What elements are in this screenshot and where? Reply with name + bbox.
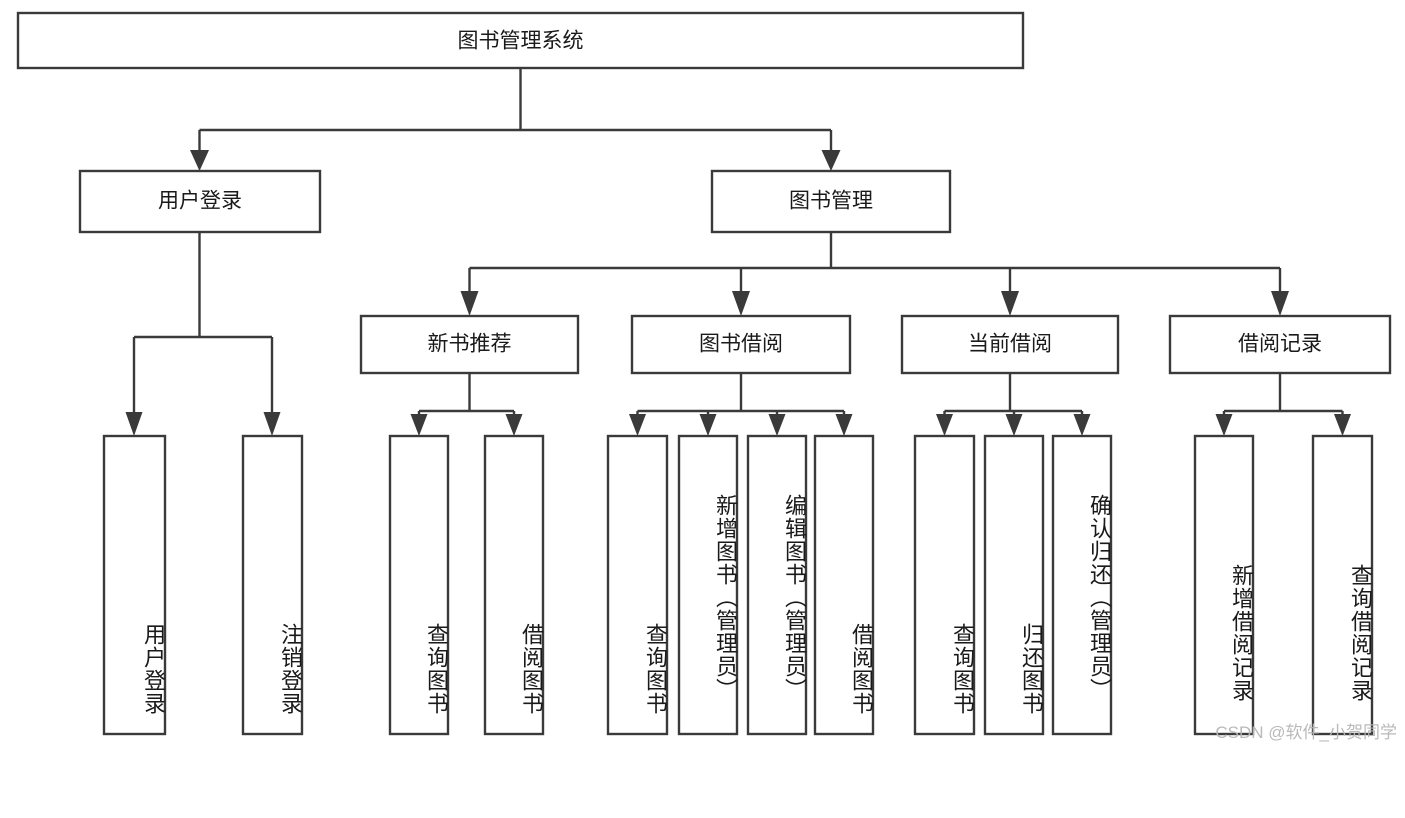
node-borrow-record[interactable]: [1168, 314, 1392, 375]
node-leaf-borrow-book-rec[interactable]: [483, 434, 545, 736]
node-new-book-recommend[interactable]: [359, 314, 580, 375]
node-root[interactable]: [16, 11, 1025, 70]
node-book-manage[interactable]: [710, 169, 952, 234]
node-book-manage-label: 图书管理: [789, 190, 873, 213]
arrow-head-leaf-borrow-book: [835, 414, 853, 436]
node-leaf-query-book-rec[interactable]: [388, 434, 450, 736]
node-leaf-add-book[interactable]: [677, 434, 739, 736]
node-current-borrow-label: 当前借阅: [968, 333, 1052, 356]
node-leaf-query-book-borrow[interactable]: [606, 434, 669, 736]
arrow-head-new-book-recommend: [460, 291, 479, 316]
connector-layer: [125, 68, 1351, 436]
arrow-head-leaf-user-login: [125, 412, 143, 436]
node-leaf-query-book-cur[interactable]: [913, 434, 976, 736]
node-user-login-label: 用户登录: [158, 190, 242, 213]
node-book-borrow-label: 图书借阅: [699, 333, 783, 356]
arrow-head-leaf-confirm-return: [1073, 414, 1091, 436]
arrow-head-leaf-return-book: [1005, 414, 1023, 436]
node-leaf-confirm-return[interactable]: [1051, 434, 1113, 736]
node-leaf-borrow-book[interactable]: [813, 434, 875, 736]
arrow-head-leaf-add-book: [699, 414, 717, 436]
arrow-head-book-borrow: [732, 291, 750, 316]
arrow-head-leaf-query-book-borrow: [629, 414, 646, 436]
node-root-label: 图书管理系统: [458, 30, 584, 53]
node-user-login[interactable]: [78, 169, 322, 234]
node-book-borrow[interactable]: [630, 314, 852, 375]
node-leaf-logout[interactable]: [241, 434, 304, 736]
arrow-head-user-login: [190, 150, 209, 171]
arrow-head-leaf-query-borrow-record: [1334, 414, 1351, 436]
arrow-head-leaf-logout: [263, 412, 281, 436]
arrow-head-current-borrow: [1001, 291, 1019, 316]
node-new-book-recommend-label: 新书推荐: [428, 333, 512, 356]
csdn-watermark: CSDN @软件_小贺同学: [1215, 723, 1397, 742]
arrow-head-book-manage: [821, 150, 841, 171]
arrow-head-leaf-borrow-book-rec: [505, 414, 523, 436]
arrow-head-leaf-edit-book: [768, 414, 786, 436]
node-leaf-edit-book[interactable]: [746, 434, 808, 736]
node-borrow-record-label: 借阅记录: [1238, 333, 1322, 356]
hierarchy-diagram-canvas: 图书管理系统 用户登录 图书管理 新书推荐 图书借阅 当前借阅 借阅记录: [16, 11, 1397, 742]
arrow-head-leaf-add-borrow-record: [1215, 414, 1233, 436]
node-leaf-query-borrow-record[interactable]: [1311, 434, 1374, 736]
node-layer: 图书管理系统 用户登录 图书管理 新书推荐 图书借阅 当前借阅 借阅记录: [16, 11, 1392, 736]
node-leaf-return-book[interactable]: [983, 434, 1045, 736]
node-current-borrow[interactable]: [900, 314, 1120, 375]
node-leaf-add-borrow-record[interactable]: [1193, 434, 1255, 736]
node-leaf-user-login[interactable]: [102, 434, 167, 736]
diagram-svg: 图书管理系统 用户登录 图书管理 新书推荐 图书借阅 当前借阅 借阅记录: [16, 11, 1392, 736]
arrow-head-leaf-query-book-cur: [936, 414, 953, 436]
arrow-head-borrow-record: [1271, 291, 1289, 316]
arrow-head-leaf-query-book-rec: [410, 414, 428, 436]
